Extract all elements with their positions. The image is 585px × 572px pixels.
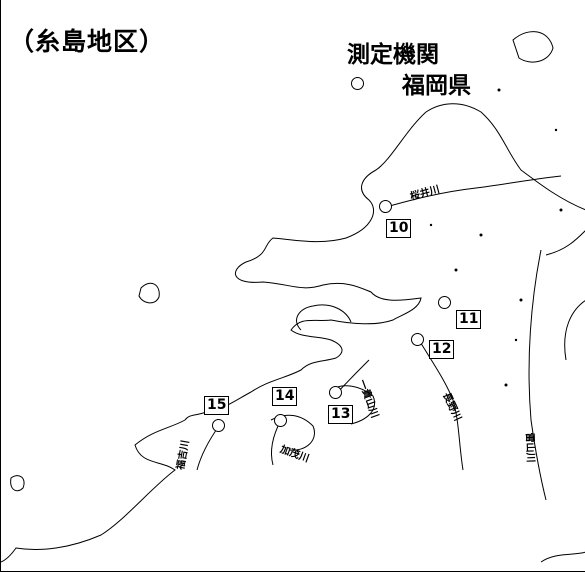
station-label-12: 12 [429, 340, 455, 359]
coastline-lobe-2 [330, 385, 375, 425]
islet [554, 128, 558, 132]
river-line-sakurai [385, 175, 562, 208]
islet [454, 268, 458, 272]
river-line-fukuyoshi [196, 425, 220, 471]
island-3 [512, 31, 554, 63]
region-title: （糸島地区） [9, 27, 166, 56]
islets [429, 88, 563, 387]
station-label-15: 15 [204, 396, 230, 415]
island-4 [540, 551, 585, 563]
river-label-raizan: 雷山川 [523, 432, 536, 463]
circle-icon [351, 77, 364, 90]
islet [559, 208, 563, 212]
islet [479, 233, 483, 237]
coastline-main [1, 103, 585, 563]
river-line-raizan [528, 249, 547, 501]
station-marker-14[interactable] [274, 414, 287, 427]
river-line-east-2 [564, 300, 585, 361]
station-marker-13[interactable] [329, 386, 342, 399]
islet [519, 298, 523, 302]
islet [429, 223, 433, 227]
islet [504, 383, 508, 387]
legend-label: 測定機関 [347, 42, 439, 68]
station-label-14: 14 [272, 387, 298, 406]
station-label-10: 10 [386, 219, 412, 238]
station-label-13: 13 [328, 405, 354, 424]
islet [497, 88, 501, 92]
island-1 [138, 282, 160, 304]
coastline-lobe-1 [296, 304, 352, 331]
legend-agency: 福岡県 [402, 73, 471, 99]
station-marker-15[interactable] [212, 419, 225, 432]
islet [514, 338, 518, 342]
station-marker-10[interactable] [379, 200, 392, 213]
river-line-east [545, 230, 585, 256]
island-2 [10, 475, 25, 492]
station-marker-12[interactable] [411, 333, 424, 346]
station-marker-11[interactable] [438, 296, 451, 309]
station-label-11: 11 [456, 310, 482, 329]
